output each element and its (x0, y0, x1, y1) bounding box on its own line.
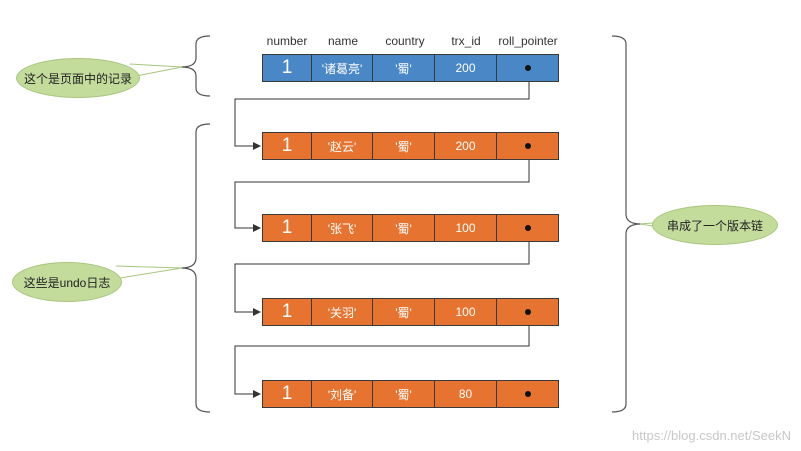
record-country: '蜀' (372, 380, 435, 408)
record-number: 1 (262, 132, 312, 160)
watermark: https://blog.csdn.net/SeekN (632, 428, 791, 443)
pointer-arrow-3 (234, 228, 530, 316)
record-roll-pointer (496, 298, 559, 326)
undo-record: 1 '刘备' '蜀' 80 (262, 380, 559, 408)
record-number: 1 (262, 214, 312, 242)
undo-log-brace (180, 123, 211, 413)
record-roll-pointer (496, 132, 559, 160)
record-country: '蜀' (372, 54, 435, 82)
record-name: '诸葛亮' (311, 54, 373, 82)
undo-record: 1 '赵云' '蜀' 200 (262, 132, 559, 160)
record-roll-pointer (496, 214, 559, 242)
record-trx-id: 80 (434, 380, 497, 408)
record-trx-id: 200 (434, 54, 497, 82)
record-number: 1 (262, 298, 312, 326)
pointer-arrow-1 (234, 68, 530, 150)
record-name: '赵云' (311, 132, 373, 160)
version-chain-brace (611, 35, 642, 413)
record-name: '张飞' (311, 214, 373, 242)
record-roll-pointer (496, 380, 559, 408)
pointer-dot-icon (524, 65, 531, 71)
undo-log-annotation: 这些是undo日志 (12, 262, 122, 302)
pointer-arrow-2 (234, 146, 530, 232)
version-chain-annotation: 串成了一个版本链 (652, 205, 778, 245)
record-trx-id: 100 (434, 214, 497, 242)
pointer-arrow-4 (234, 312, 530, 398)
undo-record: 1 '关羽' '蜀' 100 (262, 298, 559, 326)
record-name: '关羽' (311, 298, 373, 326)
record-country: '蜀' (372, 298, 435, 326)
record-trx-id: 200 (434, 132, 497, 160)
header-number: number (266, 34, 308, 48)
page-record: 1 '诸葛亮' '蜀' 200 (262, 54, 559, 82)
header-country: country (385, 34, 425, 48)
record-number: 1 (262, 380, 312, 408)
header-roll-pointer: roll_pointer (498, 34, 558, 48)
record-country: '蜀' (372, 214, 435, 242)
record-number: 1 (262, 54, 312, 82)
page-record-annotation: 这个是页面中的记录 (16, 58, 140, 98)
header-name: name (327, 34, 359, 48)
header-trx-id: trx_id (451, 34, 481, 48)
pointer-dot-icon (524, 143, 531, 149)
record-trx-id: 100 (434, 298, 497, 326)
record-country: '蜀' (372, 132, 435, 160)
pointer-dot-icon (524, 225, 531, 231)
pointer-dot-icon (524, 391, 531, 397)
record-roll-pointer (496, 54, 559, 82)
pointer-dot-icon (524, 309, 531, 315)
page-record-brace (180, 35, 211, 97)
undo-record: 1 '张飞' '蜀' 100 (262, 214, 559, 242)
record-name: '刘备' (311, 380, 373, 408)
